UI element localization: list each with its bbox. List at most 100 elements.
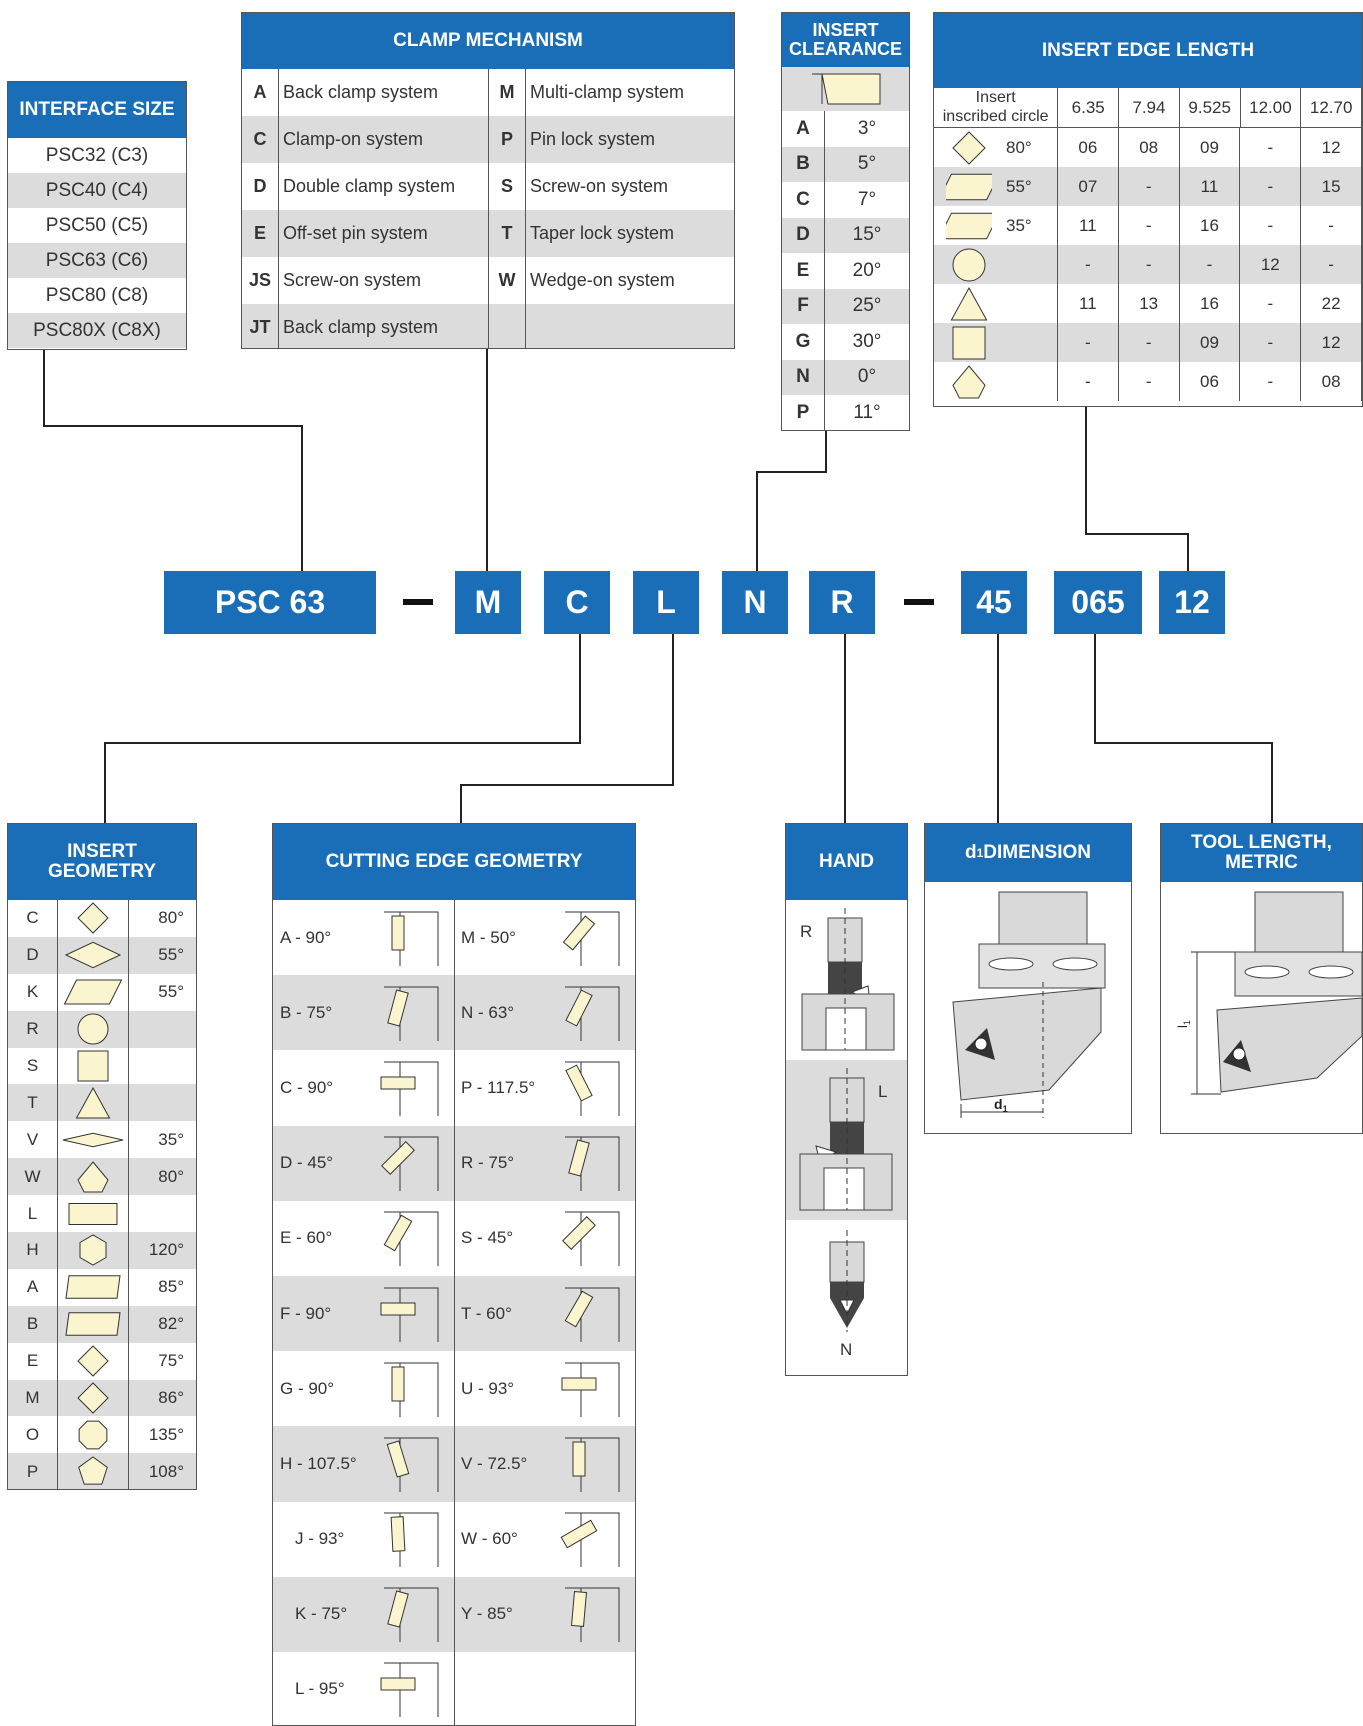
interface-size-value: PSC50 (C5)	[45, 214, 149, 236]
geometry-shape-cell	[57, 1233, 129, 1267]
cutting-edge-cell-right: V - 72.5°	[454, 1432, 635, 1496]
cutting-edge-label: G - 90°	[280, 1378, 335, 1398]
geometry-code: P	[26, 1461, 39, 1481]
interface-size-value: PSC40 (C4)	[45, 179, 149, 201]
cutting-edge-holder-icon	[384, 1512, 439, 1568]
cutting-edge-label: V - 72.5°	[461, 1453, 528, 1473]
rhombus-75-icon	[77, 1345, 109, 1377]
cutting-edge-label: D - 45°	[280, 1153, 334, 1173]
edge-length-column-header: 12.00	[1241, 88, 1302, 127]
tool-length-panel: TOOL LENGTH, METRIC l1	[1160, 823, 1363, 1134]
clamp-text: Off-set pin system	[283, 223, 428, 243]
clamp-text: Wedge-on system	[530, 270, 675, 290]
edge-length-row: 35°11-16--	[934, 206, 1362, 245]
geometry-code: C	[26, 908, 39, 928]
code-interface: PSC 63	[164, 571, 376, 634]
geometry-angle: 85°	[158, 1277, 184, 1297]
clamp-text: Screw-on system	[283, 270, 422, 290]
triangle-icon	[950, 286, 988, 320]
parallelogram-55-icon	[63, 979, 123, 1005]
clamp-text: Back clamp system	[283, 317, 439, 337]
cutting-edge-holder-icon	[565, 1587, 620, 1643]
geometry-shape-cell	[57, 1418, 129, 1452]
edge-length-value: -	[1240, 362, 1302, 401]
interface-size-panel: INTERFACE SIZE PSC32 (C3)PSC40 (C4)PSC50…	[7, 81, 187, 350]
square-icon	[952, 326, 986, 359]
edge-length-shape-cell: 35°	[934, 206, 1058, 245]
rhombus-35-icon	[946, 212, 992, 239]
insert-clearance-title-line1: INSERT	[812, 20, 879, 41]
clamp-text: Screw-on system	[530, 176, 669, 196]
edge-length-value: 16	[1180, 206, 1241, 245]
parallelogram-85-icon	[65, 1275, 121, 1300]
edge-length-column-header: 9.525	[1180, 88, 1241, 127]
insert-clearance-title-line2: CLEARANCE	[788, 39, 902, 59]
clearance-angle: 3°	[857, 117, 877, 139]
clamp-code: JS	[242, 257, 279, 304]
hand-neutral-label: N	[840, 1340, 853, 1359]
clearance-angle: 15°	[852, 224, 882, 246]
hand-left-label: L	[878, 1082, 888, 1101]
edge-length-row: --09-12	[934, 323, 1362, 362]
geometry-row: L	[8, 1195, 196, 1232]
clearance-angle: 30°	[852, 330, 882, 352]
rhombus-55-icon	[64, 942, 122, 969]
edge-length-value: 22	[1301, 284, 1362, 323]
hand-right-label: R	[800, 922, 813, 941]
geometry-row: S	[8, 1048, 196, 1085]
cutting-edge-row: J - 93° W - 60°	[273, 1502, 635, 1577]
cutting-edge-holder-icon	[562, 1211, 620, 1267]
edge-length-value: -	[1119, 362, 1180, 401]
edge-length-shape-cell	[934, 362, 1058, 401]
cutting-edge-cell-right: P - 117.5°	[454, 1056, 635, 1120]
hexagon-icon	[79, 1234, 107, 1267]
cutting-edge-holder-icon	[381, 1136, 439, 1192]
cutting-edge-holder-icon	[384, 1362, 439, 1417]
geometry-shape-cell	[57, 1344, 129, 1378]
edge-length-value: -	[1058, 323, 1119, 362]
clamp-code: D	[242, 163, 279, 210]
cutting-edge-label: J - 93°	[295, 1529, 345, 1549]
hand-neutral: N	[786, 1220, 907, 1375]
rhombus-80-icon	[77, 902, 109, 935]
cutting-edge-holder-icon	[380, 1662, 439, 1718]
cutting-edge-cell-left: H - 107.5°	[273, 1432, 454, 1496]
clamp-text: Taper lock system	[530, 223, 675, 243]
cutting-edge-label: U - 93°	[461, 1378, 515, 1398]
edge-length-angle: 80°	[1006, 137, 1032, 157]
cutting-edge-holder-icon	[383, 1211, 439, 1267]
pentagon-icon	[78, 1456, 108, 1485]
geometry-shape-cell	[57, 1381, 129, 1415]
square-icon	[77, 1050, 109, 1082]
geometry-angle: 120°	[148, 1240, 184, 1260]
insert-edge-length-title: INSERT EDGE LENGTH	[934, 13, 1362, 88]
edge-length-value: -	[1240, 323, 1302, 362]
geometry-angle: 86°	[158, 1388, 184, 1408]
cutting-edge-cell-left: D - 45°	[273, 1131, 454, 1195]
clearance-code: P	[782, 395, 825, 430]
clamp-mechanism-title: CLAMP MECHANISM	[242, 13, 734, 69]
round-icon	[952, 248, 986, 281]
cutting-edge-cell-right: T - 60°	[454, 1282, 635, 1346]
edge-length-value: -	[1119, 206, 1180, 245]
edge-length-value: 06	[1058, 128, 1119, 167]
cutting-edge-label: W - 60°	[461, 1529, 518, 1549]
clearance-code: E	[782, 253, 825, 289]
edge-length-column-header: 12.70	[1301, 88, 1362, 127]
cutting-edge-holder-icon	[384, 1587, 439, 1643]
cutting-edge-label: Y - 85°	[461, 1604, 513, 1624]
geometry-code: M	[25, 1388, 40, 1408]
clearance-code: F	[782, 288, 825, 324]
hand-right: R	[786, 900, 907, 1060]
